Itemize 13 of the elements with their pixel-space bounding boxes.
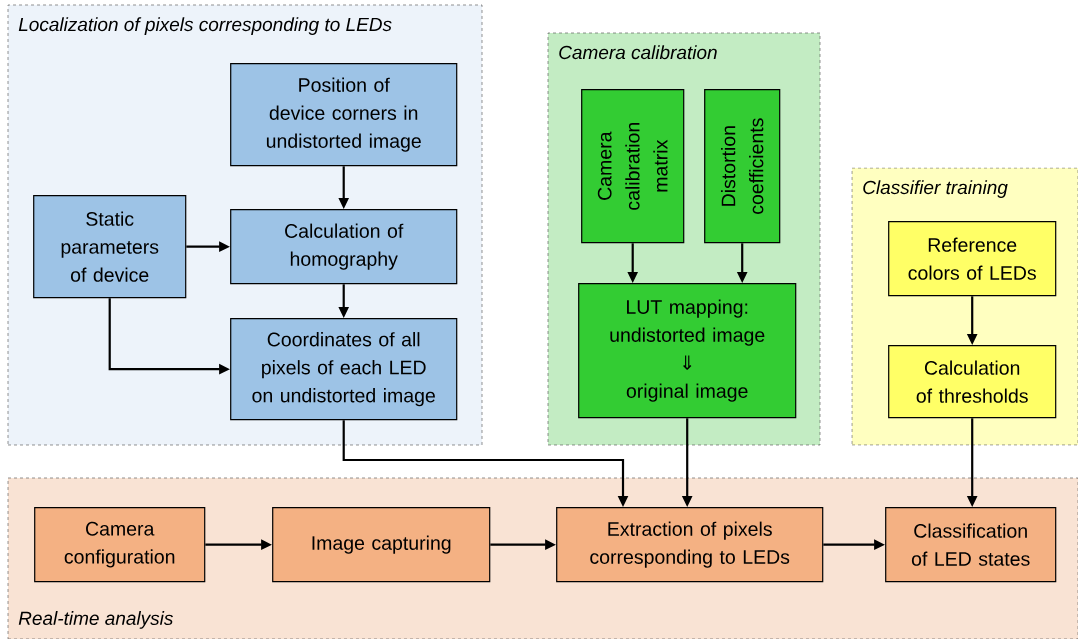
process-box: Camera calibration matrix	[581, 89, 685, 244]
process-box: Classification of LED states	[885, 507, 1057, 583]
process-box: Reference colors of LEDs	[888, 221, 1057, 297]
process-box: Coordinates of all pixels of each LED on undistorted image	[230, 318, 458, 421]
process-box: Extraction of pixels corresponding to LEDs	[556, 507, 824, 583]
process-box: Static parameters of device	[33, 195, 187, 299]
process-box: Image capturing	[272, 507, 491, 583]
process-box: Position of device corners in undistorted image	[230, 63, 458, 167]
process-box: Camera configuration	[34, 507, 206, 583]
process-box: Calculation of thresholds	[888, 345, 1057, 419]
process-box: Calculation of homography	[230, 209, 458, 285]
process-box: LUT mapping: undistorted image ⇓ original image	[578, 283, 797, 419]
process-box: Distortion coefficients	[704, 89, 781, 244]
